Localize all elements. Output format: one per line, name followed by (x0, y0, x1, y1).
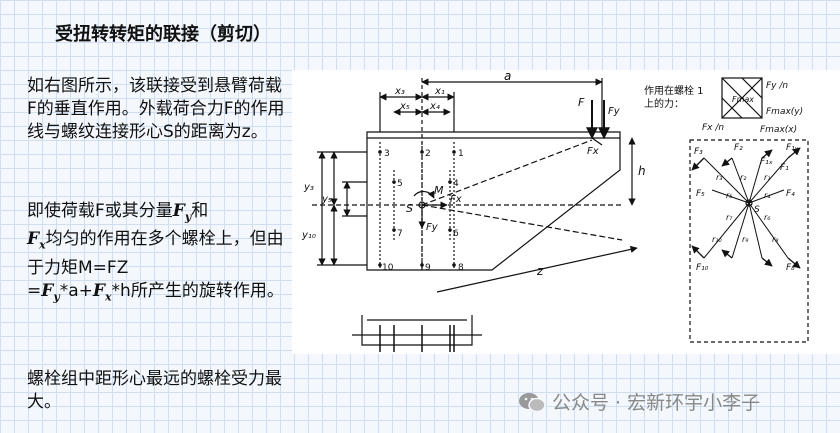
label-x3: x₃ (394, 86, 405, 97)
force-note-line2: 上的力： (644, 97, 684, 110)
paragraph-conclusion: 螺栓组中距形心最远的螺栓受力最大。 (27, 369, 282, 412)
force-note-line1: 作用在螺栓 1 (644, 84, 704, 97)
label-y5: y₅ (321, 194, 332, 205)
label-M: M (434, 184, 444, 197)
label-r2: r₂ (740, 173, 747, 182)
fx-symbol-2: Fx (92, 280, 112, 304)
label-y3: y₃ (303, 182, 314, 193)
label-r4: r₄ (764, 191, 771, 200)
bolt-label-4: 4 (453, 179, 459, 189)
paragraph-moment: 即使荷载F或其分量Fy和 Fx均匀的作用在多个螺栓上，但由于力矩M=FZ =Fy… (27, 200, 287, 308)
label-y10: y₁₀ (301, 230, 316, 241)
section-view (361, 315, 473, 346)
label-F1x: F₁ₓ (760, 157, 773, 167)
label-x4: x₄ (429, 101, 440, 112)
label-r9: r₉ (742, 235, 749, 244)
label-r3: r₃ (716, 173, 723, 182)
bolt-label-10: 10 (382, 263, 394, 273)
label-fxn: Fx /n (702, 123, 724, 133)
paragraph-moment-part4: = (27, 280, 42, 301)
label-Fx-small: Fx (450, 194, 462, 205)
bolt-label-2: 2 (425, 149, 431, 159)
label-fmaxy: Fmax(y) (766, 107, 803, 117)
paragraph-intro: 如右图所示，该联接受到悬臂荷载F的垂直作用。外载荷合力F的作用线与螺纹连接形心S… (27, 76, 285, 142)
label-r7: r₇ (726, 213, 733, 222)
fy-symbol-2: Fy (41, 280, 60, 304)
label-r10: r₁₀ (712, 235, 722, 244)
label-F10: F₁₀ (696, 263, 709, 273)
bolt-label-9: 9 (425, 263, 431, 273)
label-F8: F₈ (786, 263, 795, 273)
label-F4: F₄ (786, 189, 795, 199)
label-F3: F₃ (694, 147, 703, 157)
watermark-text: 公众号 · 宏新环宇小李子 (552, 392, 761, 414)
fy-symbol: Fy (172, 201, 192, 224)
bolt-label-6: 6 (453, 229, 459, 239)
label-Fy-small: Fy (426, 222, 439, 233)
bolt-label-8: 8 (458, 263, 464, 273)
paragraph-moment-part5: *a+ (59, 280, 93, 301)
watermark: 公众号 · 宏新环宇小李子 (518, 388, 760, 415)
label-fyn: Fy /n (766, 81, 788, 91)
paragraph-moment-part1: 即使荷载F或其分量 (27, 201, 173, 221)
label-Fx: Fx (587, 146, 599, 157)
paragraph-moment-part3: 均匀的作用在多个螺栓上，但由于力矩M=FZ (27, 229, 284, 278)
wechat-icon (519, 392, 546, 412)
page-title: 受扭转转矩的联接（剪切） (55, 24, 271, 45)
label-F5: F₅ (696, 189, 705, 199)
label-r6: r₆ (764, 213, 771, 222)
label-a: a (504, 70, 511, 83)
bolt-label-3: 3 (384, 149, 390, 159)
label-r1: r₁ (764, 173, 771, 182)
bolt-label-7: 7 (397, 229, 403, 239)
paragraph-moment-part2: 和 (191, 201, 209, 221)
label-x1: x₁ (434, 86, 445, 97)
label-F: F (578, 96, 585, 109)
label-x5: x₅ (399, 101, 410, 112)
label-fmax: Fmax (732, 95, 754, 104)
label-r8: r₈ (772, 235, 779, 244)
label-S: S (406, 202, 413, 215)
label-S-right: S (754, 205, 760, 215)
label-F2: F₂ (734, 143, 743, 153)
label-F1: F₁ (780, 163, 789, 173)
bolt-label-5: 5 (397, 179, 403, 189)
paragraph-moment-part6: *h所产生的旋转作用。 (111, 280, 284, 301)
bolt-group-figure: a x₁ x₃ x₅ x₄ y₃ y₅ y₁₀ h z M S F Fy Fx … (292, 70, 840, 354)
fx-symbol: Fx (27, 229, 46, 252)
label-z: z (536, 264, 544, 278)
label-Fy: Fy (608, 106, 621, 117)
label-h: h (638, 164, 646, 178)
bolt-label-1: 1 (458, 149, 464, 159)
label-fmaxx: Fmax(x) (760, 125, 797, 135)
label-F1y: F₁ᵧ (786, 143, 799, 153)
label-r5: r₅ (726, 191, 733, 200)
bracket-plate (366, 131, 621, 271)
bolt-group-drawing: a x₁ x₃ x₅ x₄ y₃ y₅ y₁₀ h z M S F Fy Fx … (301, 70, 809, 352)
